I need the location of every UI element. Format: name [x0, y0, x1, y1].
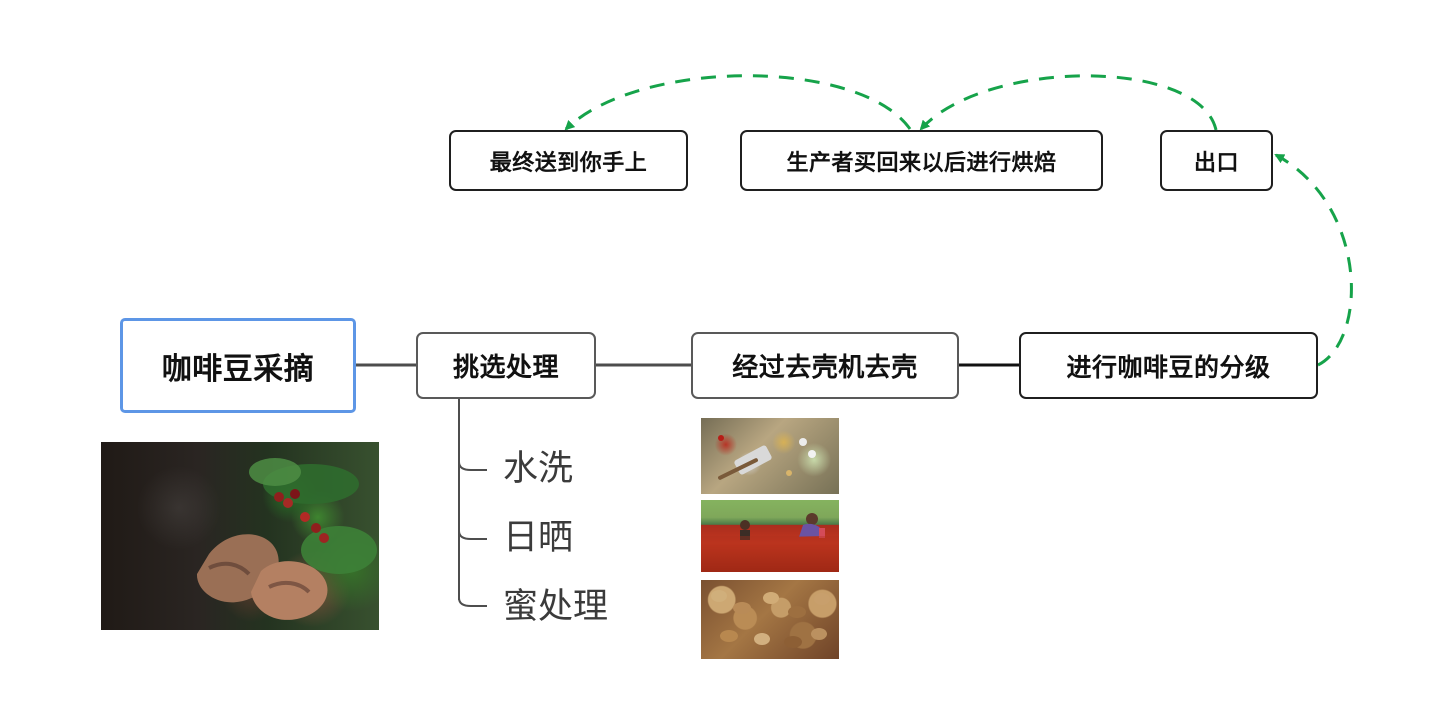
sun-dried-process-photo — [701, 500, 839, 572]
process-option-honey: 蜜处理 — [503, 587, 609, 627]
process-option-sun: 日晒 — [503, 518, 574, 558]
export-node: 出口 — [1160, 130, 1273, 191]
grading-node: 进行咖啡豆的分级 — [1019, 332, 1318, 399]
honey-process-photo — [701, 580, 839, 659]
hulling-node: 经过去壳机去壳 — [691, 332, 959, 399]
roasting-node: 生产者买回来以后进行烘焙 — [740, 130, 1103, 191]
delivery-label: 最终送到你手上 — [489, 150, 648, 176]
process-tree-branch-sun — [458, 530, 487, 540]
process-option-wash: 水洗 — [503, 449, 574, 489]
coffee-picking-illustration — [196, 458, 377, 620]
washed-process-photo — [701, 418, 839, 494]
process-tree-branch-honey — [458, 597, 487, 607]
selection-label: 挑选处理 — [452, 353, 559, 383]
root-node: 咖啡豆采摘 — [120, 318, 356, 413]
hulling-label: 经过去壳机去壳 — [732, 353, 918, 383]
delivery-node: 最终送到你手上 — [449, 130, 688, 191]
grading-label: 进行咖啡豆的分级 — [1066, 352, 1271, 382]
process-tree-branch-wash — [458, 461, 487, 471]
dashed-arrow-export-to-roasting — [919, 74, 1218, 131]
roasting-label: 生产者买回来以后进行烘焙 — [786, 150, 1057, 176]
sun-dried-process-illustration — [701, 513, 839, 572]
dashed-arrow-grading-to-export — [1274, 153, 1353, 367]
coffee-picking-photo — [101, 442, 379, 630]
dashed-arrow-roasting-to-delivery — [564, 74, 912, 131]
honey-process-illustration — [711, 590, 830, 648]
root-label: 咖啡豆采摘 — [161, 351, 315, 387]
washed-process-illustration — [718, 435, 816, 480]
export-label: 出口 — [1193, 150, 1239, 176]
selection-node: 挑选处理 — [416, 332, 596, 399]
